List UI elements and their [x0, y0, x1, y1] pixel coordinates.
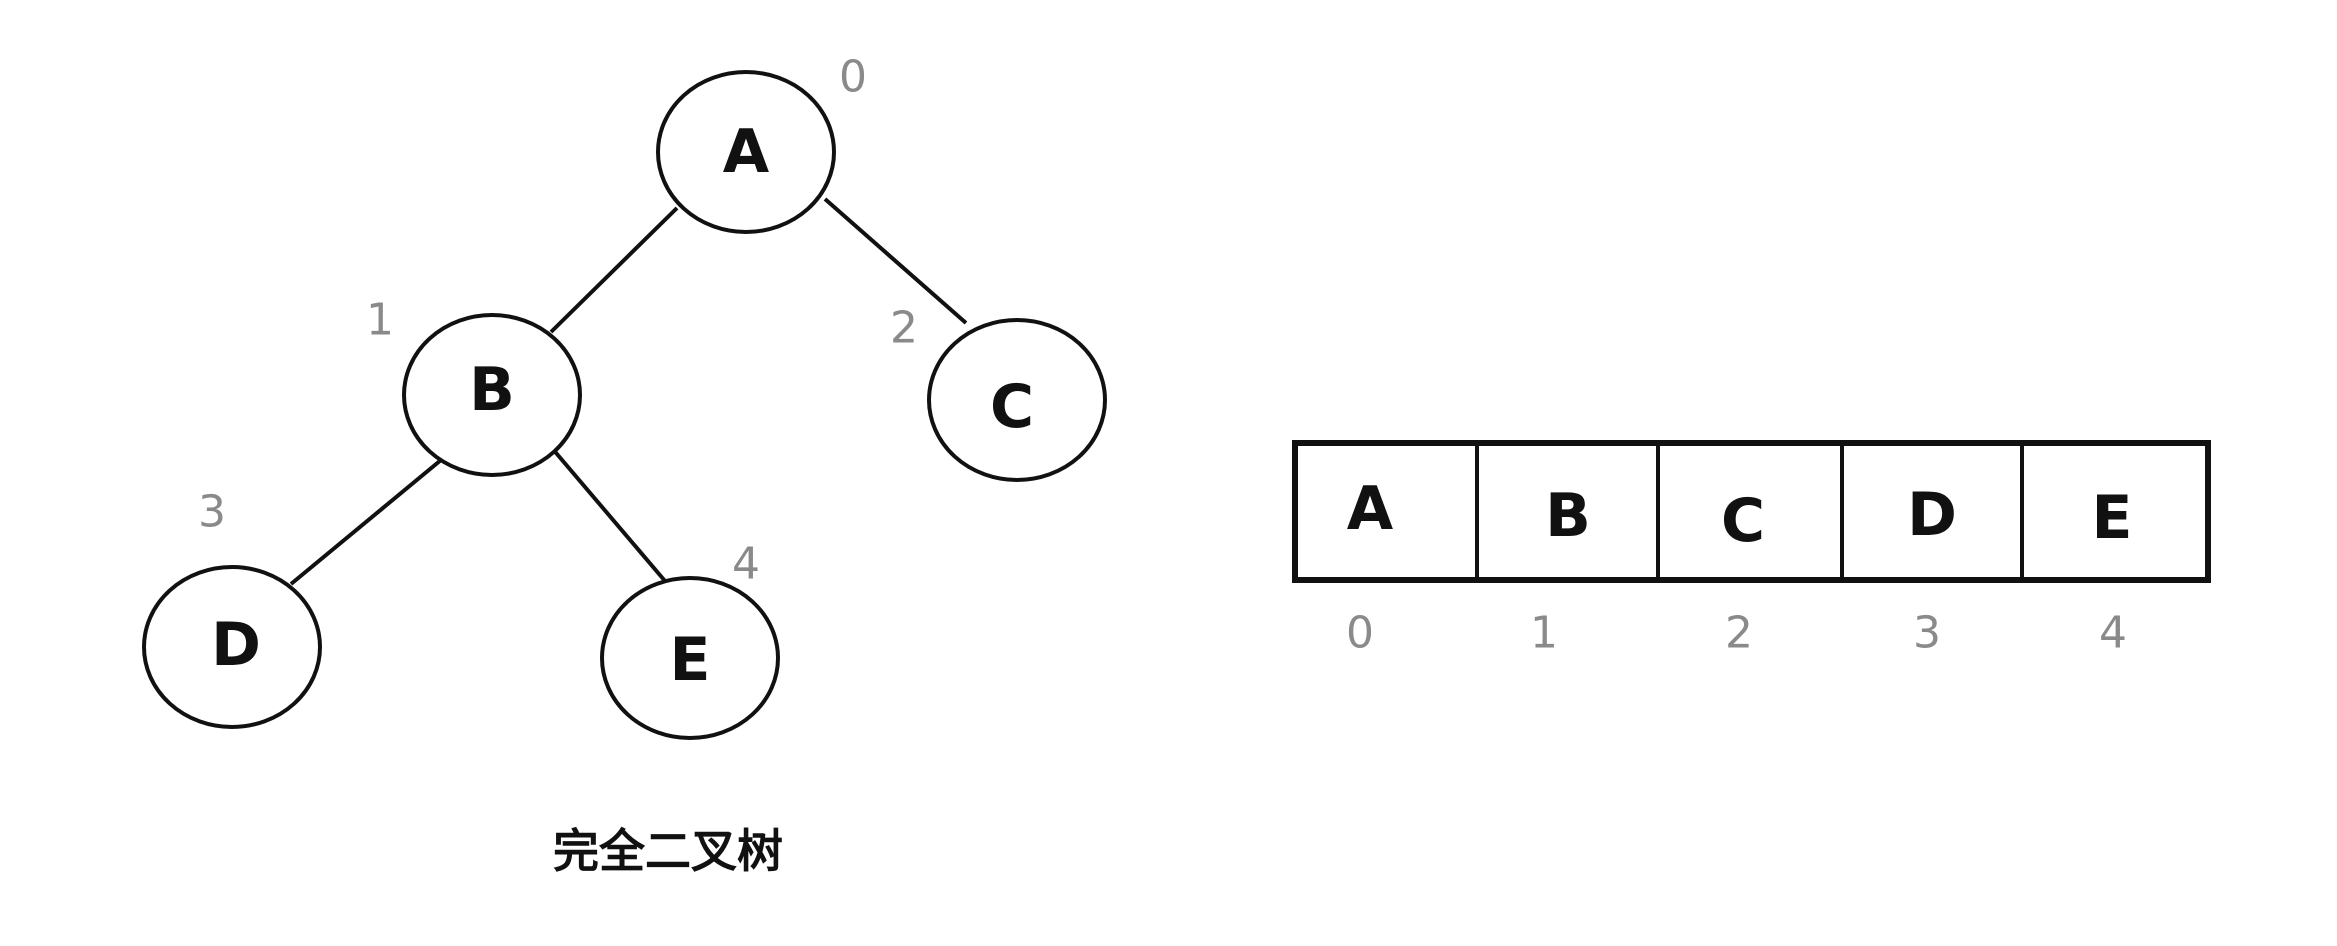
tree-node-b-circle [402, 313, 582, 477]
tree-node-e-circle [600, 576, 780, 740]
tree-node-d-circle [142, 565, 322, 729]
tree-node-d: D 3 [142, 487, 322, 729]
array-cell-0-index: 0 [1346, 608, 1374, 659]
array-cell-2-value: C [1721, 486, 1765, 556]
tree-node-d-label: D [211, 610, 261, 680]
tree-node-c-index: 2 [890, 303, 918, 354]
edge-b-d [289, 458, 443, 586]
tree-node-b: B 1 [366, 295, 582, 477]
tree-node-c-circle [927, 318, 1107, 482]
array-cell-3-index: 3 [1913, 608, 1941, 659]
array-cell-1-index: 1 [1530, 608, 1558, 659]
array-cell-3-value: D [1907, 480, 1957, 550]
array-cell-4-index: 4 [2099, 608, 2127, 659]
tree-node-e-label: E [670, 625, 711, 695]
array-outline [1292, 440, 2211, 583]
tree-node-b-label: B [469, 355, 515, 425]
tree-node-a-label: A [723, 117, 770, 187]
array-representation: A B C D E 0 1 2 3 4 [1292, 440, 2211, 659]
tree-node-e: E 4 [600, 539, 780, 740]
tree-edges [289, 197, 968, 586]
tree-node-d-index: 3 [198, 487, 226, 538]
array-cell-4-value: E [2092, 483, 2133, 553]
tree-node-a: A 0 [656, 52, 867, 234]
tree-node-b-index: 1 [366, 295, 394, 346]
tree-node-a-index: 0 [839, 52, 867, 103]
edge-b-e [549, 445, 667, 583]
tree-caption: 完全二叉树 [553, 824, 783, 878]
tree-node-c: C 2 [890, 303, 1107, 482]
tree-node-e-index: 4 [732, 539, 760, 590]
array-cell-0-value: A [1347, 474, 1394, 544]
tree-node-c-label: C [990, 372, 1034, 442]
tree-node-a-circle [656, 70, 836, 234]
array-cell-1-value: B [1545, 481, 1591, 551]
edge-a-b [549, 206, 679, 334]
array-cell-2-index: 2 [1725, 608, 1753, 659]
edge-a-c [823, 197, 968, 325]
